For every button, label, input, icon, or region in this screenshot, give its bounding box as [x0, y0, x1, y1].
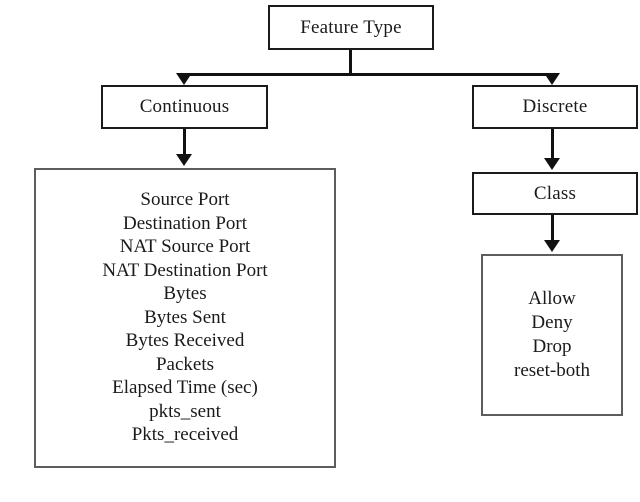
node-class-label: Class — [533, 182, 577, 204]
continuous-feature-item: Pkts_received — [131, 424, 239, 445]
class-value-item: reset-both — [514, 360, 590, 381]
node-class[interactable]: Class — [472, 172, 638, 215]
node-continuous[interactable]: Continuous — [101, 85, 268, 129]
continuous-feature-item: Packets — [155, 353, 215, 375]
class-value-item: Deny — [531, 312, 573, 333]
continuous-feature-item: Bytes — [163, 283, 207, 304]
connector-discrete-to-class — [551, 129, 554, 158]
node-discrete-label: Discrete — [522, 96, 588, 118]
continuous-feature-item: NAT Source Port — [119, 236, 251, 257]
class-value-item: Drop — [532, 336, 572, 357]
continuous-feature-item: Bytes Received — [125, 330, 245, 351]
arrow-down-icon-class — [544, 158, 560, 170]
connector-class-to-values — [551, 215, 554, 241]
node-continuous-label: Continuous — [139, 96, 230, 118]
connector-continuous-to-features — [183, 129, 186, 156]
arrow-down-icon-values — [544, 240, 560, 252]
continuous-feature-item: Destination Port — [122, 212, 248, 234]
connector-split-bar — [184, 73, 553, 76]
arrow-down-icon-discrete — [544, 73, 560, 85]
node-feature-type[interactable]: Feature Type — [268, 5, 434, 50]
node-feature-type-label: Feature Type — [300, 16, 402, 38]
class-value-item: Allow — [528, 288, 576, 309]
continuous-feature-item: pkts_sent — [149, 400, 221, 422]
continuous-feature-item: Source Port — [140, 189, 230, 210]
continuous-feature-item: Bytes Sent — [144, 306, 226, 328]
continuous-feature-item: NAT Destination Port — [102, 259, 268, 281]
arrow-down-icon-features — [176, 154, 192, 166]
continuous-feature-item: Elapsed Time (sec) — [112, 377, 258, 398]
node-discrete[interactable]: Discrete — [472, 85, 638, 129]
connector-root-trunk — [349, 50, 352, 75]
arrow-down-icon-continuous — [176, 73, 192, 85]
